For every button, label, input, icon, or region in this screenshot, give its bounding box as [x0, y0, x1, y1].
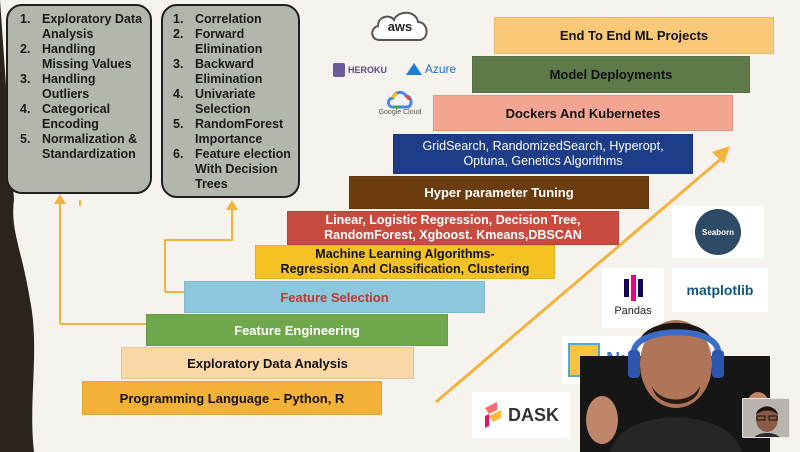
webcam-thumbnail — [742, 398, 790, 438]
list-number: 2. — [20, 42, 31, 56]
preprocessing-list: 1. Exploratory Data Analysis 2. Handling M… — [20, 12, 144, 162]
google-cloud-label: Google Cloud — [378, 108, 422, 116]
step-hyper-parameter-tuning: Hyper parameter Tuning — [349, 176, 649, 209]
step-label-line: RandomForest, Xgboost. Kmeans,DBSCAN — [324, 228, 582, 242]
list-item: 1. Exploratory Data Analysis — [20, 12, 144, 42]
pandas-label: Pandas — [614, 305, 652, 317]
heroku-logo: HEROKU — [333, 62, 397, 78]
list-number: 5. — [173, 117, 184, 131]
list-number: 5. — [20, 132, 31, 146]
step-label: Hyper parameter Tuning — [424, 185, 574, 200]
list-item: 5. RandomForest Importance — [173, 117, 294, 147]
list-number: 3. — [20, 72, 31, 86]
list-number: 6. — [173, 147, 184, 161]
list-number: 4. — [20, 102, 31, 116]
list-text: Normalization & Standardization — [42, 132, 138, 161]
list-item: 2. Handling Missing Values — [20, 42, 144, 72]
list-item: 3. Backward Elimination — [173, 57, 294, 87]
list-text: Handling Missing Values — [42, 42, 132, 71]
list-item: 1. Correlation — [173, 12, 294, 27]
list-text: Feature election With Decision Trees — [195, 147, 291, 191]
list-text: Univariate Selection — [195, 87, 256, 116]
list-item: 3. Handling Outliers — [20, 72, 144, 102]
pandas-logo: Pandas — [602, 268, 664, 328]
azure-icon — [405, 63, 422, 75]
google-cloud-icon — [387, 90, 413, 108]
list-item: 6. Feature election With Decision Trees — [173, 147, 294, 192]
step-model-deployments: Model Deployments — [472, 56, 750, 93]
step-label-line: Optuna, Genetics Algorithms — [463, 154, 623, 168]
aws-cloud-icon — [371, 11, 428, 41]
list-item: 4. Univariate Selection — [173, 87, 294, 117]
step-label-line: GridSearch, RandomizedSearch, Hyperopt, — [422, 139, 664, 153]
dask-icon — [484, 402, 501, 428]
step-label: Feature Engineering — [234, 322, 360, 338]
preprocessing-list-box: 1. Exploratory Data Analysis 2. Handling M… — [6, 4, 152, 194]
list-text: Backward Elimination — [195, 57, 263, 86]
list-number: 2. — [173, 27, 184, 41]
step-feature-engineering: Feature Engineering — [146, 314, 448, 346]
step-label: Programming Language – Python, R — [119, 390, 345, 406]
azure-label: Azure — [424, 62, 457, 76]
aws-label: aws — [387, 19, 413, 34]
matplotlib-label: matplotlib — [686, 282, 754, 298]
dark-wave-decoration — [0, 0, 35, 452]
list-number: 1. — [20, 12, 31, 26]
step-exploratory-data-analysis: Exploratory Data Analysis — [121, 347, 414, 379]
step-label: Dockers And Kubernetes — [505, 105, 661, 121]
aws-logo: aws — [366, 6, 434, 48]
presenter-video — [580, 320, 770, 452]
step-label: End To End ML Projects — [559, 28, 709, 43]
list-text: RandomForest Importance — [195, 117, 284, 146]
seaborn-logo: Seaborn — [672, 206, 764, 258]
step-hyperparameter-search: GridSearch, RandomizedSearch, Hyperopt, … — [393, 134, 693, 174]
pandas-icon — [623, 275, 643, 301]
list-number: 4. — [173, 87, 184, 101]
feature-selection-list: 1. Correlation 2. Forward Elimination 3. Ba… — [173, 12, 294, 192]
webcam-thumbnail-icon — [743, 399, 789, 437]
list-item: 4. Categorical Encoding — [20, 102, 144, 132]
step-label: Exploratory Data Analysis — [187, 355, 348, 371]
list-number: 1. — [173, 12, 184, 26]
list-item: 5. Normalization & Standardization — [20, 132, 144, 162]
step-dockers-kubernetes: Dockers And Kubernetes — [433, 95, 733, 131]
dask-logo: DASK — [472, 392, 570, 438]
step-feature-selection: Feature Selection — [184, 281, 485, 313]
step-end-to-end-projects: End To End ML Projects — [494, 17, 774, 54]
google-cloud-logo: Google Cloud — [370, 82, 430, 122]
step-label-line: Machine Learning Algorithms- — [315, 247, 495, 261]
step-label-line: Regression And Classification, Clusterin… — [280, 262, 530, 276]
feature-selection-list-box: 1. Correlation 2. Forward Elimination 3. Ba… — [161, 4, 300, 198]
list-text: Exploratory Data Analysis — [42, 12, 143, 41]
dask-label: DASK — [507, 404, 559, 425]
step-machine-learning-algorithms: Machine Learning Algorithms- Regression … — [255, 245, 555, 279]
list-text: Forward Elimination — [195, 27, 263, 56]
heroku-label: HEROKU — [348, 65, 388, 75]
step-label: Model Deployments — [549, 67, 673, 82]
matplotlib-logo: matplotlib — [672, 268, 768, 312]
list-text: Handling Outliers — [42, 72, 96, 101]
step-label: Feature Selection — [280, 289, 389, 305]
step-programming-language: Programming Language – Python, R — [82, 381, 382, 415]
seaborn-icon: Seaborn — [695, 209, 741, 255]
step-label-line: Linear, Logistic Regression, Decision Tr… — [325, 213, 581, 227]
azure-logo: Azure — [400, 60, 462, 78]
list-item: 2. Forward Elimination — [173, 27, 294, 57]
step-ml-models: Linear, Logistic Regression, Decision Tr… — [287, 211, 619, 245]
list-text: Categorical Encoding — [42, 102, 111, 131]
heroku-icon — [333, 63, 345, 77]
list-text: Correlation — [195, 12, 262, 26]
list-number: 3. — [173, 57, 184, 71]
seaborn-label: Seaborn — [701, 227, 734, 237]
